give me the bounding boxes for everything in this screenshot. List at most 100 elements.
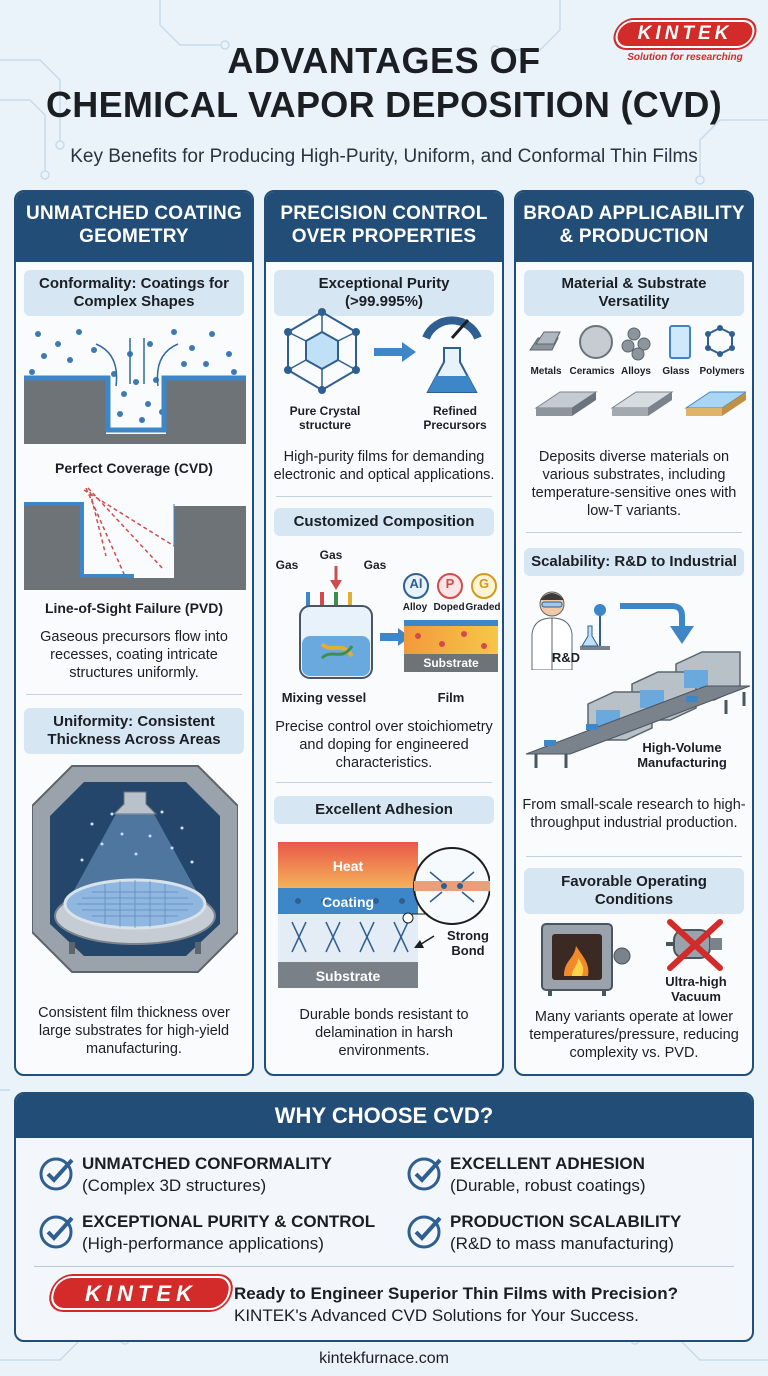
benefit-title: UNMATCHED CONFORMALITY <box>82 1154 332 1173</box>
adhesion-description: Durable bonds resistant to delamination … <box>299 1007 469 1059</box>
no-vacuum-pump-icon <box>666 919 723 971</box>
label-graded: Graded <box>465 602 501 613</box>
check-circle-icon <box>407 1157 442 1191</box>
flask-gauge-icon <box>422 316 482 393</box>
page-title-line1: ADVANTAGES OF <box>227 40 541 81</box>
substrate-samples-illustration <box>534 391 746 416</box>
label-ultra-high-vacuum: Ultra-high Vacuum <box>665 974 727 1004</box>
label-doped: Doped <box>433 602 465 613</box>
column-broad-applicability: BROAD APPLICABILITY & PRODUCTION Materia… <box>514 190 754 1076</box>
section-divider <box>526 856 742 857</box>
check-circle-icon <box>39 1157 74 1191</box>
composition-icons <box>403 573 497 599</box>
label-mixing-vessel: Mixing vessel <box>281 690 367 705</box>
section-title-purity: Exceptional Purity (>99.995%) <box>274 270 494 316</box>
versatility-description: Deposits diverse materials on various su… <box>531 449 737 519</box>
column-title: BROAD APPLICABILITY & PRODUCTION <box>516 192 752 262</box>
header: ADVANTAGES OF CHEMICAL VAPOR DEPOSITION … <box>0 0 768 190</box>
benefit-item: EXCEPTIONAL PURITY & CONTROL (High-perfo… <box>38 1212 378 1262</box>
label-gas-2: Gas <box>319 548 343 562</box>
icon-letter-p: P <box>445 576 455 591</box>
label-heat: Heat <box>332 858 364 874</box>
benefit-subtitle: (Durable, robust coatings) <box>450 1176 646 1195</box>
label-gas-3: Gas <box>363 558 387 572</box>
section-title-conformality: Conformality: Coatings for Complex Shape… <box>24 270 244 316</box>
column-coating-geometry: UNMATCHED COATING GEOMETRY Conformality:… <box>14 190 254 1076</box>
logo-tagline: Solution for researching <box>627 52 743 63</box>
icon-letter-g: G <box>478 576 490 591</box>
benefit-title: EXCEPTIONAL PURITY & CONTROL <box>82 1212 376 1231</box>
logo-text: KINTEK <box>85 1281 197 1306</box>
column-precision-control: PRECISION CONTROL OVER PROPERTIES Except… <box>264 190 504 1076</box>
cvd-coverage-illustration <box>24 329 246 444</box>
benefit-subtitle: (High-performance applications) <box>82 1234 324 1253</box>
crystal-structure-icon <box>284 308 360 394</box>
label-alloy: Alloy <box>402 602 428 613</box>
section-title-versatility: Material & Substrate Versatility <box>524 270 744 316</box>
label-rnd: R&D <box>551 650 581 665</box>
icon-letter-al: Al <box>409 576 423 591</box>
label-refined-precursors: Refined Precursors <box>423 404 487 432</box>
scientist-lab-illustration <box>531 591 610 670</box>
composition-description: Precise control over stoichiometry and d… <box>275 719 493 771</box>
film-layers-illustration <box>404 620 498 672</box>
benefit-title: PRODUCTION SCALABILITY <box>450 1212 682 1231</box>
label-polymers: Polymers <box>699 366 745 377</box>
label-coating: Coating <box>321 894 375 910</box>
label-alloys: Alloys <box>620 366 651 377</box>
panel-divider <box>34 1266 734 1267</box>
section-title-operating-conditions: Favorable Operating Conditions <box>524 868 744 914</box>
page-title-line2: CHEMICAL VAPOR DEPOSITION (CVD) <box>45 84 722 125</box>
material-icons <box>529 325 735 361</box>
furnace-icon <box>541 923 631 996</box>
mixing-vessel-illustration <box>299 566 373 679</box>
why-choose-title: WHY CHOOSE CVD? <box>16 1094 752 1138</box>
section-title-adhesion: Excellent Adhesion <box>274 796 494 824</box>
conformality-description: Gaseous precursors flow into recesses, c… <box>40 629 228 681</box>
benefit-item: EXCELLENT ADHESION (Durable, robust coat… <box>406 1154 746 1204</box>
column-title: UNMATCHED COATING GEOMETRY <box>16 192 252 262</box>
page-subtitle: Key Benefits for Producing High-Purity, … <box>70 146 698 167</box>
benefit-item: UNMATCHED CONFORMALITY (Complex 3D struc… <box>38 1154 378 1204</box>
label-ceramics: Ceramics <box>569 366 615 377</box>
section-divider <box>276 782 492 783</box>
section-title-composition: Customized Composition <box>274 508 494 536</box>
manufacturing-line-illustration <box>526 651 750 768</box>
operating-conditions-description: Many variants operate at lower temperatu… <box>529 1009 739 1061</box>
label-gas-1: Gas <box>275 558 299 572</box>
caption-perfect-coverage: Perfect Coverage (CVD) <box>55 460 213 476</box>
benefit-subtitle: (R&D to mass manufacturing) <box>450 1234 674 1253</box>
section-title-scalability: Scalability: R&D to Industrial <box>524 548 744 576</box>
benefit-item: PRODUCTION SCALABILITY (R&D to mass manu… <box>406 1212 746 1262</box>
why-choose-panel: WHY CHOOSE CVD? UNMATCHED CONFORMALITY (… <box>14 1092 754 1342</box>
arrow-right-icon <box>374 342 416 362</box>
deposition-chamber-illustration <box>32 765 238 973</box>
cta-headline: Ready to Engineer Superior Thin Films wi… <box>234 1284 678 1303</box>
footer-url[interactable]: kintekfurnace.com <box>319 1350 449 1367</box>
curved-arrow-icon <box>620 603 694 644</box>
label-film: Film <box>437 690 465 705</box>
adhesion-layers-illustration <box>278 842 490 988</box>
check-circle-icon <box>39 1215 74 1249</box>
section-title-uniformity: Uniformity: Consistent Thickness Across … <box>24 708 244 754</box>
logo-text: KINTEK <box>637 23 733 44</box>
cta-subline: KINTEK's Advanced CVD Solutions for Your… <box>234 1306 639 1325</box>
label-substrate: Substrate <box>423 656 479 670</box>
kintek-logo-bottom: KINTEK <box>47 1276 235 1312</box>
benefit-subtitle: (Complex 3D structures) <box>82 1176 267 1195</box>
kintek-logo: KINTEK Solution for researching <box>612 20 758 70</box>
section-divider <box>26 694 242 695</box>
label-pure-crystal: Pure Crystal structure <box>289 404 361 432</box>
arrow-right-icon <box>380 628 410 646</box>
column-title: PRECISION CONTROL OVER PROPERTIES <box>266 192 502 262</box>
label-high-volume-manufacturing: High-Volume Manufacturing <box>637 740 727 770</box>
label-substrate-adhesion: Substrate <box>315 968 381 984</box>
pvd-line-of-sight-illustration <box>24 487 246 590</box>
section-divider <box>276 496 492 497</box>
section-divider <box>526 532 742 533</box>
uniformity-description: Consistent film thickness over large sub… <box>38 1005 230 1057</box>
label-strong-bond: Strong Bond <box>447 928 489 958</box>
purity-description: High-purity films for demanding electron… <box>273 449 495 483</box>
check-circle-icon <box>407 1215 442 1249</box>
caption-line-of-sight: Line-of-Sight Failure (PVD) <box>44 600 224 616</box>
